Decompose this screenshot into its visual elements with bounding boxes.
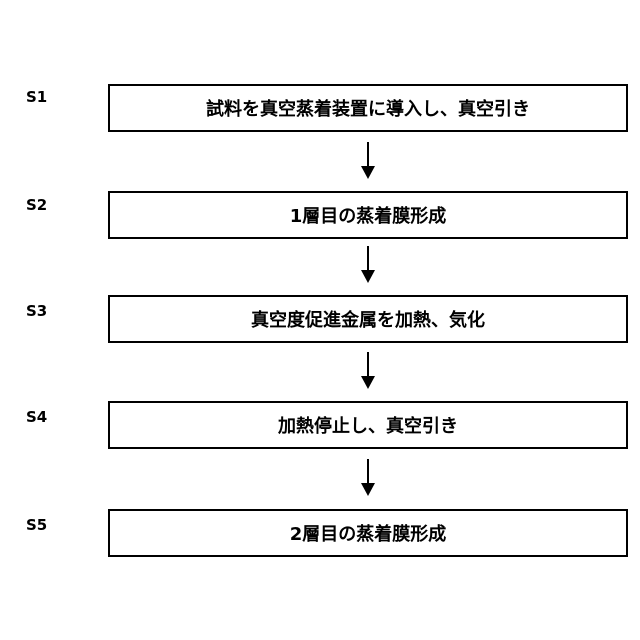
step-label-s4: S4 bbox=[26, 408, 47, 426]
step-text-s3: 真空度促進金属を加熱、気化 bbox=[251, 306, 485, 332]
arrow-down-icon bbox=[358, 142, 378, 179]
step-text-s2: 1層目の蒸着膜形成 bbox=[290, 202, 447, 228]
step-box-s3: 真空度促進金属を加熱、気化 bbox=[108, 295, 628, 343]
step-text-s1: 試料を真空蒸着装置に導入し、真空引き bbox=[206, 95, 530, 121]
step-text-s4: 加熱停止し、真空引き bbox=[278, 412, 458, 438]
step-label-s5: S5 bbox=[26, 516, 47, 534]
step-text-s5: 2層目の蒸着膜形成 bbox=[290, 520, 447, 546]
step-box-s4: 加熱停止し、真空引き bbox=[108, 401, 628, 449]
step-label-s3: S3 bbox=[26, 302, 47, 320]
step-box-s1: 試料を真空蒸着装置に導入し、真空引き bbox=[108, 84, 628, 132]
step-label-s2: S2 bbox=[26, 196, 47, 214]
step-box-s5: 2層目の蒸着膜形成 bbox=[108, 509, 628, 557]
arrow-down-icon bbox=[358, 246, 378, 283]
arrow-down-icon bbox=[358, 459, 378, 496]
arrow-down-icon bbox=[358, 352, 378, 389]
step-label-s1: S1 bbox=[26, 88, 47, 106]
step-box-s2: 1層目の蒸着膜形成 bbox=[108, 191, 628, 239]
